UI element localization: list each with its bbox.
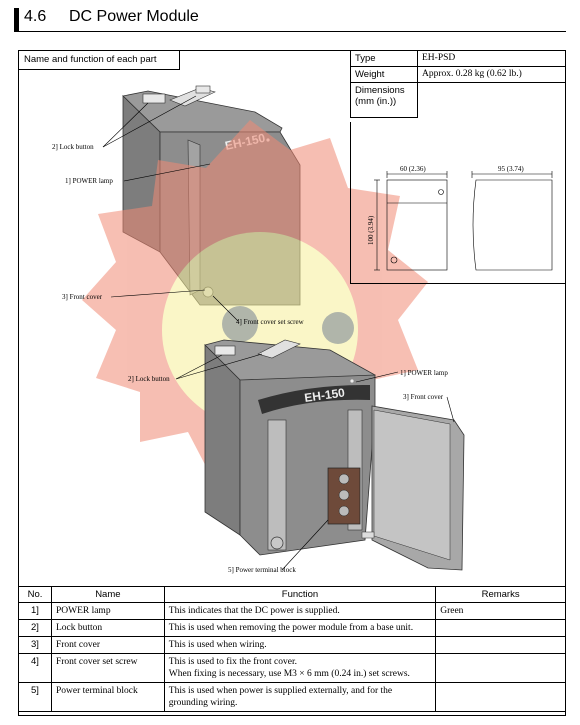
section-title: DC Power Module: [69, 8, 199, 25]
column-header: Remarks: [435, 586, 566, 603]
part-function: This is used when removing the power mod…: [163, 619, 437, 637]
part-remarks: [435, 682, 566, 712]
bottom-module-drawing: EH-150: [204, 339, 465, 571]
callout-bottom-power-lamp: 1] POWER lamp: [400, 369, 448, 377]
marker-dot-left: [222, 306, 258, 342]
part-number: 4]: [18, 653, 52, 683]
callout-top-power-lamp: 1] POWER lamp: [65, 177, 113, 185]
callout-power-terminal-block: 5] Power terminal block: [228, 566, 296, 574]
parts-table-header: No. Name Function Remarks: [18, 586, 566, 603]
part-remarks: [435, 653, 566, 683]
module-illustration: EH-150 EH-150: [52, 85, 553, 574]
part-number: 5]: [18, 682, 52, 712]
column-header: Function: [163, 586, 437, 603]
leader-lines: [102, 95, 455, 571]
part-name: Lock button: [50, 619, 165, 637]
part-name: POWER lamp: [50, 602, 165, 620]
spec-label: Type: [350, 50, 418, 67]
dimension-width: 60 (2.36): [400, 165, 426, 173]
function-line: grounding wiring.: [168, 698, 238, 708]
part-name: Power terminal block: [50, 682, 165, 712]
name-function-label: Name and function of each part: [18, 50, 180, 70]
part-name: Front cover set screw: [50, 653, 165, 683]
dimension-drawing: [374, 171, 553, 271]
table-row: 3] Front cover This is used when wiring.: [18, 636, 566, 654]
spec-row-type: Type EH-PSD: [350, 50, 566, 67]
figure-frame: [18, 50, 566, 716]
callout-front-cover-set-screw: 4] Front cover set screw: [236, 318, 305, 326]
spec-label: Weight: [350, 66, 418, 83]
part-function: This indicates that the DC power is supp…: [163, 602, 437, 620]
top-lock-button-shape: [142, 93, 166, 104]
part-remarks: [435, 619, 566, 637]
callout-top-front-cover: 3] Front cover: [62, 293, 103, 301]
section-header: 4.6 DC Power Module: [14, 6, 566, 32]
spec-value: Approx. 0.28 kg (0.62 lb.): [417, 66, 566, 83]
table-row: 2] Lock button This is used when removin…: [18, 619, 566, 637]
column-header: No.: [18, 586, 52, 603]
part-remarks: Green: [435, 602, 566, 620]
dimension-height: 100 (3.94): [367, 215, 375, 245]
table-row: 5] Power terminal block This is used whe…: [18, 682, 566, 712]
callout-bottom-front-cover: 3] Front cover: [403, 393, 444, 401]
function-line: This indicates that the DC power is supp…: [168, 606, 340, 616]
parts-table: No. Name Function Remarks 1] POWER lamp …: [18, 586, 566, 712]
spec-label: Dimensions (mm (in.)): [350, 82, 418, 118]
dimension-depth: 95 (3.74): [498, 165, 524, 173]
header-rule: [14, 31, 566, 32]
function-line: This is used when power is supplied exte…: [168, 686, 393, 696]
dimensions-area: [350, 122, 566, 284]
spec-table: Type EH-PSD Weight Approx. 0.28 kg (0.62…: [350, 50, 566, 118]
function-line: This is used when removing the power mod…: [168, 623, 414, 633]
part-function: This is used when power is supplied exte…: [163, 682, 437, 712]
spec-row-weight: Weight Approx. 0.28 kg (0.62 lb.): [350, 66, 566, 83]
column-header: Name: [50, 586, 165, 603]
part-number: 3]: [18, 636, 52, 654]
callout-top-lock-button: 2] Lock button: [52, 143, 94, 151]
spec-value: EH-PSD: [417, 50, 566, 67]
marker-dot-right: [322, 312, 354, 344]
function-line: This is used when wiring.: [168, 640, 267, 650]
function-line: This is used to fix the front cover.: [168, 657, 297, 667]
function-line: When fixing is necessary, use M3 × 6 mm …: [168, 669, 410, 679]
section-number: 4.6: [24, 8, 47, 25]
part-function: This is used when wiring.: [163, 636, 437, 654]
spec-row-dimensions: Dimensions (mm (in.)): [350, 82, 566, 118]
part-function: This is used to fix the front cover. Whe…: [163, 653, 437, 683]
table-row: 4] Front cover set screw This is used to…: [18, 653, 566, 683]
bottom-module-marking: EH-150: [303, 385, 346, 405]
part-number: 2]: [18, 619, 52, 637]
table-row: 1] POWER lamp This indicates that the DC…: [18, 602, 566, 620]
part-name: Front cover: [50, 636, 165, 654]
callout-bottom-lock-button: 2] Lock button: [128, 375, 170, 383]
section-marker-bar: [14, 8, 19, 31]
spec-value: [417, 82, 566, 118]
part-remarks: [435, 636, 566, 654]
part-number: 1]: [18, 602, 52, 620]
